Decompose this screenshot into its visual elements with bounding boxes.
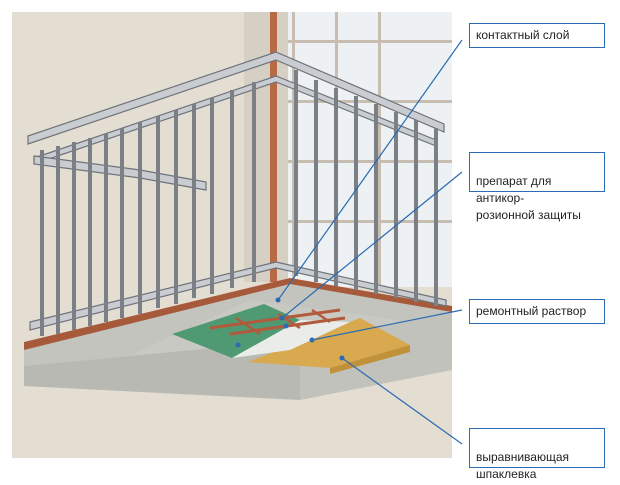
- callout-anticorrosion-text: препарат для антикор- розионной защиты: [476, 174, 581, 222]
- callout-repair-mortar-text: ремонтный раствор: [476, 304, 587, 318]
- window: [288, 12, 452, 287]
- callout-contact-layer: контактный слой: [469, 23, 605, 48]
- repair-mortar-layer: [232, 320, 350, 358]
- wall-column: [244, 12, 288, 282]
- railing-posts: [40, 70, 438, 336]
- callout-leveling-putty: выравнивающая шпаклевка: [469, 428, 605, 481]
- leader-leveling-putty: [341, 357, 463, 445]
- leader-dots: [235, 297, 345, 361]
- leveling-putty-side: [330, 345, 410, 374]
- leader-repair-mortar: [311, 309, 463, 341]
- callout-repair-mortar: ремонтный раствор: [469, 299, 605, 324]
- contact-layer-zone: [172, 304, 300, 358]
- callout-contact-layer-text: контактный слой: [476, 28, 570, 42]
- leveling-putty-layer: [248, 318, 410, 368]
- leader-contact-layer: [277, 39, 463, 301]
- callout-anticorrosion: препарат для антикор- розионной защиты: [469, 152, 605, 222]
- slab-edge-strip: [24, 278, 452, 350]
- leader-lines: [277, 39, 463, 445]
- leader-anticorrosion: [281, 171, 463, 319]
- callout-leveling-putty-text: выравнивающая шпаклевка: [476, 450, 570, 481]
- wall-column-edge: [270, 12, 277, 282]
